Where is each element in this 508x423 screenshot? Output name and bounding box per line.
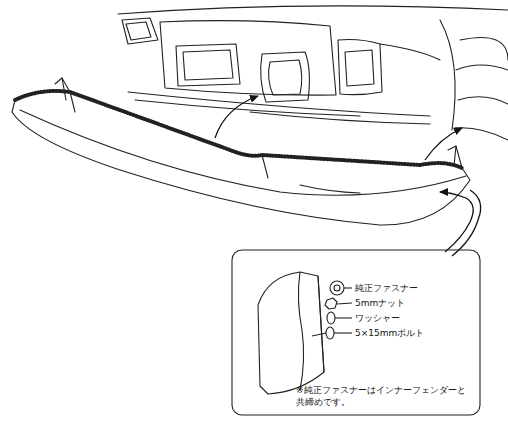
front-lip-spoiler <box>12 78 470 225</box>
detail-inset <box>232 250 480 415</box>
part-label: 純正ファスナー <box>355 282 418 294</box>
part-label: 5×15mmボルト <box>355 327 424 339</box>
note-text: ※純正ファスナーはインナーフェンダーと 共締めです。 <box>296 384 476 408</box>
part-label: ワッシャー <box>355 312 400 324</box>
fit-arrows <box>215 96 481 256</box>
car-front <box>118 6 508 140</box>
part-label: 5mmナット <box>355 297 405 309</box>
